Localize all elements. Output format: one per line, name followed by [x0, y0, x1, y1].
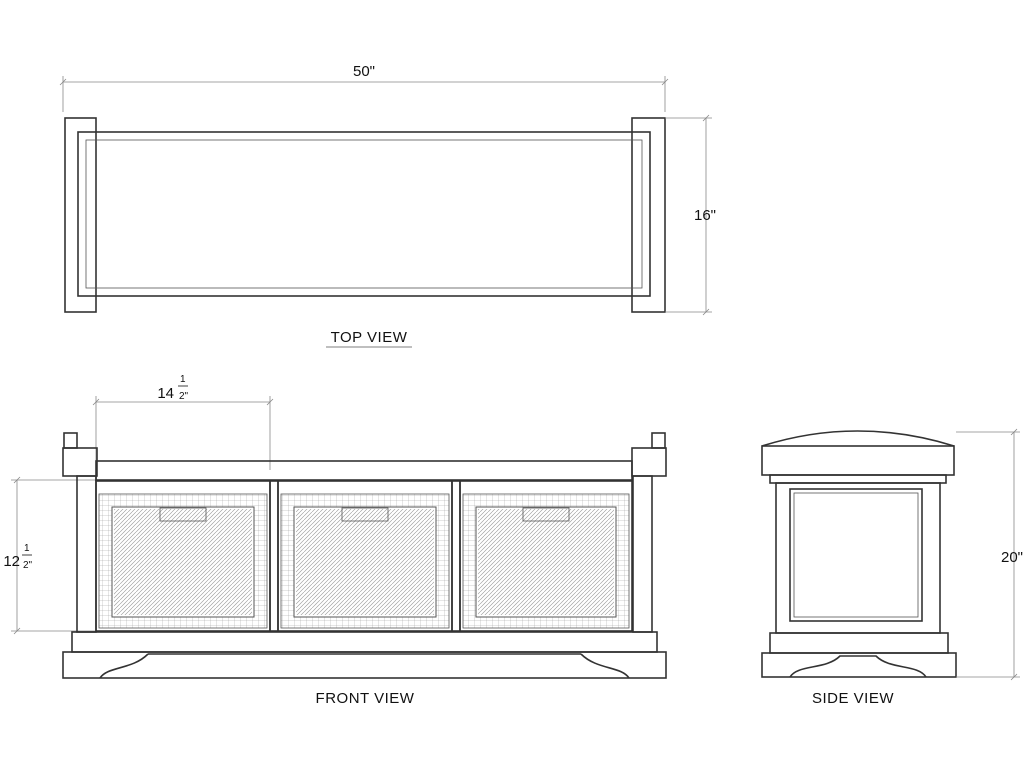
- depth-dimension-line: [665, 114, 712, 316]
- front-view-caption: FRONT VIEW: [316, 690, 415, 707]
- front-basket-middle: [277, 480, 453, 632]
- top-view-outline: [64, 117, 666, 313]
- width-dimension-line: [59, 76, 669, 112]
- side-base: [761, 632, 957, 678]
- height-dimension-label: 20": [1001, 549, 1023, 566]
- side-view: 20" SIDE VIEW: [761, 428, 1023, 707]
- basket-height-dimension-label: 12 1 2": [3, 543, 32, 571]
- front-right-post: [631, 432, 667, 633]
- basket-width-dimension-line: [92, 396, 274, 470]
- top-view: 50" 16" TOP VIEW: [59, 63, 716, 348]
- front-divider-2: [451, 480, 461, 632]
- top-view-caption: TOP VIEW: [331, 329, 408, 346]
- front-basket-right: [459, 480, 633, 632]
- svg-text:2": 2": [179, 391, 189, 402]
- width-dimension-label: 50": [353, 63, 375, 80]
- depth-dimension-label: 16": [694, 207, 716, 224]
- svg-text:12: 12: [3, 553, 20, 570]
- front-view: 14 1 2" 12 1 2": [3, 374, 667, 707]
- side-top: [761, 430, 955, 484]
- front-seat-board: [95, 460, 633, 481]
- front-base: [62, 631, 667, 679]
- front-basket-left: [95, 480, 271, 632]
- basket-handle-right: [522, 507, 570, 522]
- svg-text:1: 1: [24, 543, 30, 554]
- svg-text:2": 2": [23, 560, 33, 571]
- basket-handle-left: [159, 507, 207, 522]
- front-left-post: [62, 432, 98, 633]
- svg-text:1: 1: [180, 374, 186, 385]
- basket-height-dimension-line: [11, 476, 96, 635]
- side-panel: [775, 482, 941, 634]
- basket-width-dimension-label: 14 1 2": [157, 374, 188, 402]
- svg-text:14: 14: [157, 385, 174, 402]
- basket-handle-middle: [341, 507, 389, 522]
- height-dimension-line: [956, 428, 1020, 681]
- side-view-caption: SIDE VIEW: [812, 690, 894, 707]
- front-divider-1: [269, 480, 279, 632]
